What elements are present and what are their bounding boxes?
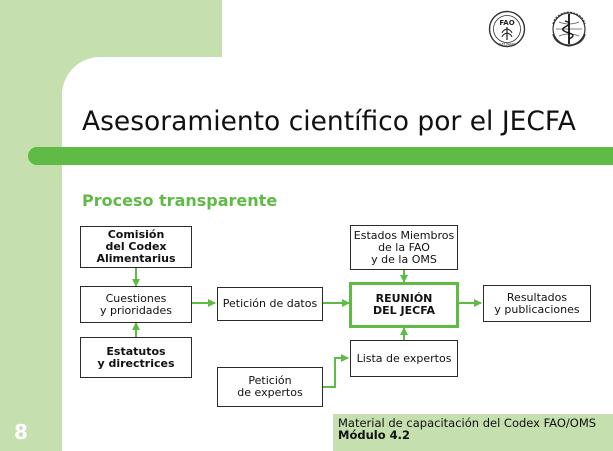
node-label: REUNIÓN DEL JECFA bbox=[373, 292, 435, 317]
page-title: Asesoramiento científico por el JECFA bbox=[82, 106, 576, 137]
who-logo bbox=[552, 11, 586, 47]
arrow-peticion-expertos-to-lista bbox=[323, 354, 349, 388]
title-underline-bar bbox=[28, 147, 613, 165]
fao-logo-letters: FAO bbox=[499, 19, 514, 27]
fao-logo-motto: FIAT PANIS bbox=[499, 43, 516, 47]
node-label: Lista de expertos bbox=[356, 351, 452, 365]
node-label: Petición de expertos bbox=[237, 374, 303, 399]
page-number: 8 bbox=[14, 420, 28, 444]
node-peticion-expertos: Petición de expertos bbox=[217, 367, 323, 407]
node-label: Cuestiones y prioridades bbox=[99, 291, 173, 317]
node-label: Resultados y publicaciones bbox=[494, 290, 580, 316]
node-lista-expertos: Lista de expertos bbox=[350, 340, 458, 377]
node-estados-miembros: Estados Miembros de la FAO y de la OMS bbox=[350, 225, 458, 270]
node-resultados-publicaciones: Resultados y publicaciones bbox=[483, 285, 591, 322]
fao-logo: FAO FIAT PANIS bbox=[488, 10, 526, 48]
node-label: Estados Miembros de la FAO y de la OMS bbox=[353, 228, 455, 266]
section-subtitle: Proceso transparente bbox=[82, 191, 278, 210]
footer-module: Módulo 4.2 bbox=[338, 428, 410, 442]
node-comision-codex: Comisión del Codex Alimentarius bbox=[80, 226, 192, 268]
node-estatutos-directrices: Estatutos y directrices bbox=[80, 337, 192, 378]
node-label: Petición de datos bbox=[222, 297, 318, 310]
footer-panel bbox=[333, 414, 613, 451]
footer-course: Material de capacitación del Codex FAO/O… bbox=[338, 416, 597, 430]
node-peticion-datos: Petición de datos bbox=[217, 287, 323, 321]
node-label: Comisión del Codex Alimentarius bbox=[96, 228, 176, 265]
node-cuestiones-prioridades: Cuestiones y prioridades bbox=[80, 286, 192, 323]
node-reunion-jecfa: REUNIÓN DEL JECFA bbox=[349, 282, 459, 328]
node-label: Estatutos y directrices bbox=[97, 344, 175, 370]
